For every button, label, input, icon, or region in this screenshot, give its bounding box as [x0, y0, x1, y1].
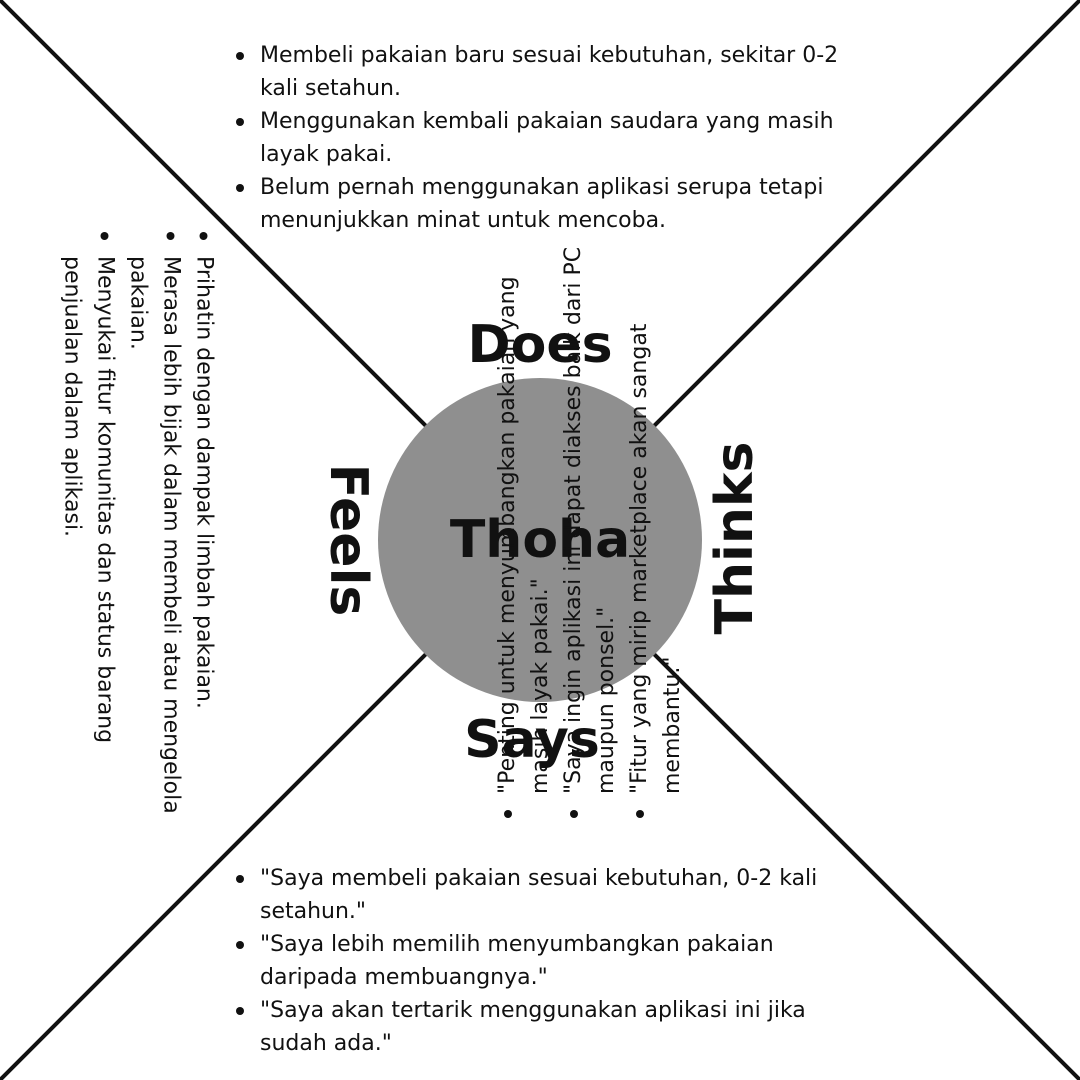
feels-item: Prihatin dengan dampak limbah pakaian.	[188, 224, 221, 824]
feels-item: Merasa lebih bijak dalam membeli atau me…	[122, 224, 188, 824]
thinks-item: "Fitur yang mirip marketplace akan sanga…	[623, 206, 689, 826]
does-list: Membeli pakaian baru sesuai kebutuhan, s…	[228, 39, 858, 237]
thinks-item: "Penting untuk menyumbangkan pakaian yan…	[491, 206, 557, 826]
thinks-label: Thinks	[705, 441, 765, 635]
does-item: Membeli pakaian baru sesuai kebutuhan, s…	[228, 39, 858, 105]
thinks-list: "Penting untuk menyumbangkan pakaian yan…	[491, 206, 689, 826]
says-list: "Saya membeli pakaian sesuai kebutuhan, …	[228, 862, 838, 1060]
says-item: "Saya lebih memilih menyumbangkan pakaia…	[228, 928, 838, 994]
feels-item: Menyukai fitur komunitas dan status bara…	[56, 224, 122, 824]
says-item: "Saya membeli pakaian sesuai kebutuhan, …	[228, 862, 838, 928]
does-item: Menggunakan kembali pakaian saudara yang…	[228, 105, 858, 171]
thinks-item: "Saya ingin aplikasi ini dapat diakses b…	[557, 206, 623, 826]
says-item: "Saya akan tertarik menggunakan aplikasi…	[228, 994, 838, 1060]
feels-list: Prihatin dengan dampak limbah pakaian. M…	[56, 224, 221, 824]
feels-label: Feels	[318, 463, 378, 617]
